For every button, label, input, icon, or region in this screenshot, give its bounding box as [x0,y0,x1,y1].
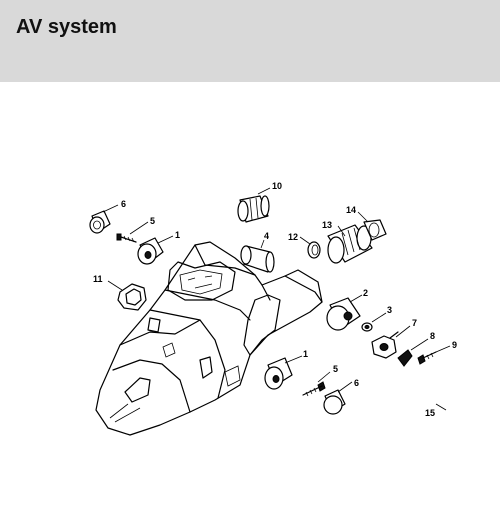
callout-1-top: 1 [175,230,180,240]
part-13-av-spring [327,224,373,264]
callout-10: 10 [272,181,282,191]
callout-2: 2 [363,288,368,298]
part-11-ring [117,283,147,311]
callout-8: 8 [430,331,435,341]
part-15-hose [432,384,475,422]
part-6-cap-top [89,210,111,234]
part-4-av-spring [240,245,275,273]
engine-housing [95,241,323,436]
callout-9: 9 [452,340,457,350]
callout-7: 7 [412,318,417,328]
header-bar: AV system [0,0,500,82]
callout-5-bottom: 5 [333,364,338,374]
callout-12: 12 [288,232,298,242]
callout-14: 14 [346,205,356,215]
callout-4: 4 [264,231,269,241]
part-7-bracket [371,331,399,359]
parts-diagram: 1 1 2 3 4 5 5 [0,82,500,500]
part-6-cap-bottom [323,389,346,415]
part-14-clamp [363,219,387,241]
part-5-screw-top [116,233,137,243]
part-3-plug [361,322,373,332]
callout-1-bottom: 1 [303,349,308,359]
part-12-washer [307,241,321,259]
part-2-av-buffer [326,297,361,331]
part-1-av-buffer-bottom [264,357,293,390]
callout-6-top: 6 [121,199,126,209]
callout-11: 11 [93,274,103,284]
part-8-clip [397,349,413,367]
callout-3: 3 [387,305,392,315]
part-10-av-spring [237,195,270,223]
part-5-screw-bottom [302,381,326,397]
callout-13: 13 [322,220,332,230]
callout-15: 15 [425,408,435,418]
part-1-av-buffer-top [137,237,164,265]
callout-5-top: 5 [150,216,155,226]
callout-6-bottom: 6 [354,378,359,388]
exploded-view-svg: 1 1 2 3 4 5 5 [89,181,475,436]
page-title: AV system [16,16,117,38]
part-9-screw [417,351,437,365]
